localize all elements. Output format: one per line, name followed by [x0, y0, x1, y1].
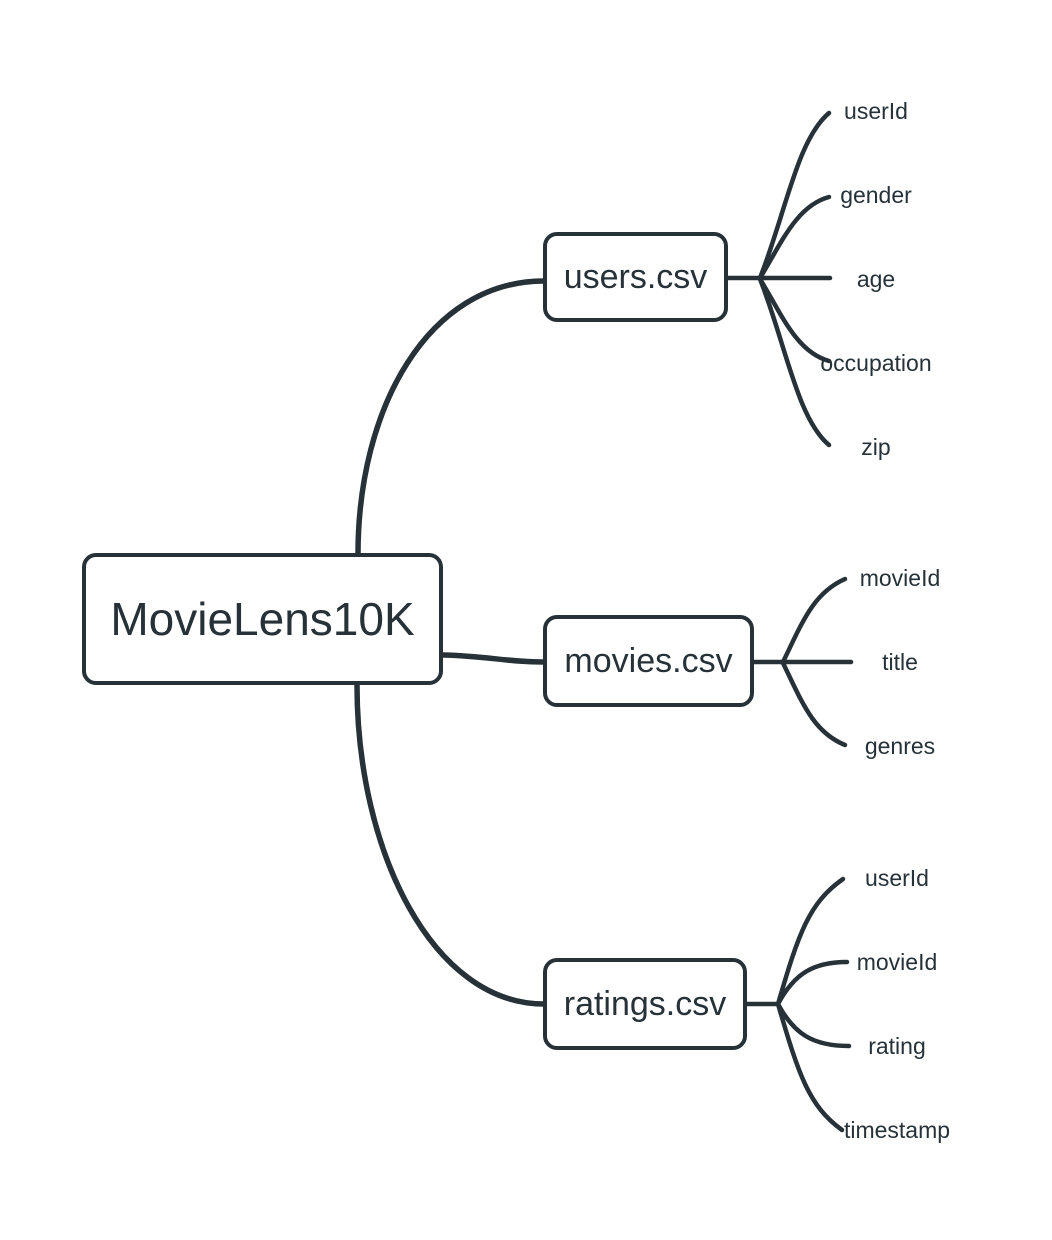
- edge-root-movies: [440, 652, 547, 665]
- field-label-users-zip: zip: [861, 434, 891, 460]
- field-label-movies-movieid: movieId: [859, 565, 941, 591]
- edge-movies-genres: [780, 660, 848, 748]
- field-label-users-gender: gender: [840, 182, 912, 208]
- edge-ratings-movieid: [775, 959, 850, 1007]
- edge-root-users: [355, 278, 547, 557]
- edge-ratings-userid: [775, 876, 846, 1007]
- field-label-ratings-rating: rating: [868, 1033, 926, 1059]
- edge-root-ratings: [354, 682, 547, 1007]
- file-node-users: users.csv: [543, 232, 728, 322]
- file-node-movies: movies.csv: [543, 615, 754, 707]
- edge-movies-movieid: [780, 576, 848, 665]
- field-label-ratings-userid: userId: [865, 865, 929, 891]
- root-node: MovieLens10K: [82, 553, 443, 685]
- edge-users-gender: [757, 194, 832, 281]
- field-label-ratings-movieid: movieId: [856, 949, 938, 975]
- edge-users-userid: [757, 110, 832, 281]
- field-label-movies-genres: genres: [864, 733, 936, 759]
- file-node-ratings: ratings.csv: [543, 958, 747, 1050]
- field-label-movies-title: title: [882, 649, 918, 675]
- edge-users-zip: [757, 276, 832, 448]
- edge-ratings-timestamp: [775, 1001, 845, 1133]
- edge-ratings-rating: [775, 1001, 852, 1049]
- field-label-users-age: age: [856, 266, 896, 292]
- field-label-ratings-timestamp: timestamp: [843, 1117, 951, 1143]
- field-label-users-occupation: occupation: [820, 350, 932, 376]
- field-label-users-userid: userId: [844, 98, 908, 124]
